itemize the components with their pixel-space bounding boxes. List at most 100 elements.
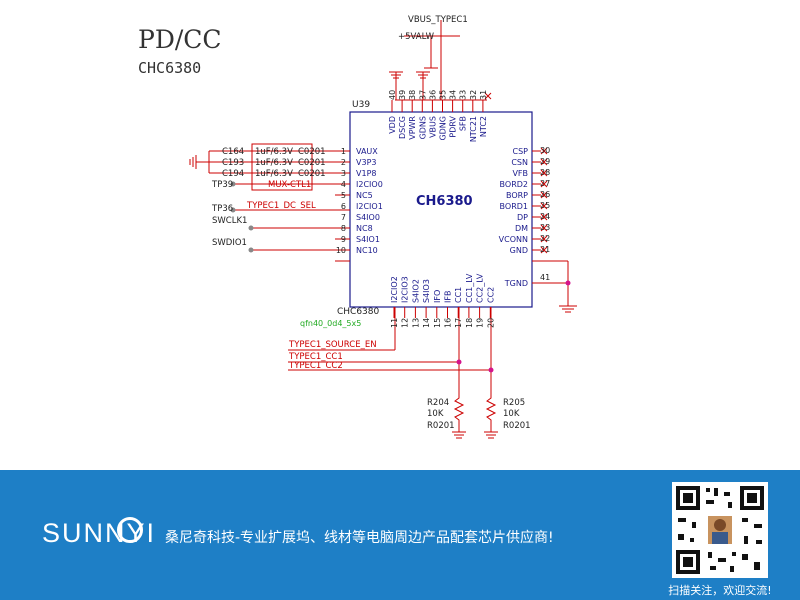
right-pin-name: BORP bbox=[506, 191, 528, 200]
top-pin-name: VBUS bbox=[428, 116, 437, 138]
tgnd-pin-name: TGND bbox=[504, 279, 528, 288]
right-nc-markers bbox=[540, 147, 548, 254]
cap-c193-value: 1uF/6.3V bbox=[255, 158, 293, 168]
net-mux-ctl: MUX-CTL1 bbox=[268, 180, 311, 190]
chip-package-ref: CHC6380 bbox=[337, 307, 380, 317]
right-pin-number: 26 bbox=[540, 190, 550, 199]
top-pin-number: 36 bbox=[428, 90, 437, 100]
left-pin-name: V3P3 bbox=[356, 158, 376, 167]
right-pin-name: GND bbox=[510, 246, 528, 255]
chip-footprint: qfn40_0d4_5x5 bbox=[300, 319, 361, 328]
resistor-r205-symbol bbox=[484, 392, 498, 439]
bottom-pin-number: 20 bbox=[486, 318, 495, 328]
top-pin-name: GDNG bbox=[439, 116, 448, 141]
left-pin-name: I2CIO0 bbox=[356, 180, 383, 189]
right-pin-number: 21 bbox=[540, 245, 550, 254]
top-pin-name: GDNS bbox=[418, 116, 427, 139]
top-pin-number: 33 bbox=[459, 90, 468, 100]
left-pin-number: 5 bbox=[341, 191, 346, 200]
net-cc2: TYPEC1_CC2 bbox=[288, 361, 343, 371]
left-signal-wires bbox=[234, 183, 350, 262]
bottom-pin-name: I2CIO3 bbox=[401, 276, 410, 303]
test-point-dots bbox=[230, 181, 254, 253]
top-ground-symbols bbox=[389, 67, 438, 79]
left-pin-number: 8 bbox=[341, 224, 346, 233]
bottom-junctions bbox=[456, 359, 494, 373]
top-pins: 40VDD39DSCG38VPWR37GDNS36VBUS35GDNG34PDR… bbox=[388, 90, 488, 142]
top-pin-name: DSCG bbox=[398, 116, 407, 139]
tgnd-pin: TGND 41 bbox=[504, 273, 550, 288]
capacitor-bank bbox=[189, 143, 350, 191]
top-pin-name: SFB bbox=[459, 116, 468, 131]
left-pin-name: NC5 bbox=[356, 191, 373, 200]
top-pin-number: 32 bbox=[469, 90, 478, 100]
chip-name: CH6380 bbox=[416, 194, 473, 209]
bottom-pin-name: S4IO3 bbox=[422, 279, 431, 303]
bottom-pin-name: S4IO2 bbox=[411, 279, 420, 303]
page-title: PD/CC bbox=[138, 25, 222, 54]
net-dc-sel: TYPEC1_DC_SEL bbox=[246, 201, 316, 211]
right-pin-number: 29 bbox=[540, 157, 550, 166]
left-pin-name: I2CIO1 bbox=[356, 202, 383, 211]
footer-banner: SUNNYI 桑尼奇科技-专业扩展坞、线材等电脑周边产品配套芯片供应商! 扫描关… bbox=[0, 470, 800, 600]
top-pin-number: 37 bbox=[418, 90, 427, 100]
page-subtitle: CHC6380 bbox=[138, 59, 201, 77]
bottom-pin-name: IFO bbox=[433, 290, 442, 303]
right-pin-stubs bbox=[532, 150, 541, 251]
left-pin-name: V1P8 bbox=[356, 169, 376, 178]
r205-ref: R205 bbox=[503, 398, 525, 408]
r204-pkg: R0201 bbox=[427, 421, 455, 431]
top-pin-number: 31 bbox=[479, 90, 488, 100]
chip-ref: U39 bbox=[352, 100, 370, 110]
cap-c194-ref: C194 bbox=[222, 169, 244, 179]
right-pin-name: CSP bbox=[513, 147, 529, 156]
right-pin-number: 24 bbox=[540, 212, 550, 221]
tgnd-pin-number: 41 bbox=[540, 273, 550, 282]
top-pin-number: 35 bbox=[439, 90, 448, 100]
vbus-label: VBUS_TYPEC1 bbox=[408, 15, 468, 25]
cap-c164-pkg: C0201 bbox=[298, 147, 326, 157]
right-pin-number: 25 bbox=[540, 201, 550, 210]
gnd-wiring bbox=[532, 260, 577, 313]
tp36-label: TP36 bbox=[211, 204, 233, 214]
left-pin-number: 3 bbox=[341, 169, 346, 178]
net-source-en: TYPEC1_SOURCE_EN bbox=[288, 340, 377, 350]
right-pin-name: BORD1 bbox=[500, 202, 528, 211]
bottom-pin-name: I2CIO2 bbox=[390, 276, 399, 303]
cap-c193-ref: C193 bbox=[222, 158, 244, 168]
top-pin-number: 34 bbox=[449, 90, 458, 100]
left-pin-name: S4IO0 bbox=[356, 213, 380, 222]
bottom-pin-number: 17 bbox=[454, 318, 463, 328]
r205-value: 10K bbox=[503, 409, 520, 419]
qr-code bbox=[672, 482, 768, 578]
top-power-wiring bbox=[395, 20, 487, 101]
right-pin-number: 23 bbox=[540, 223, 550, 232]
left-pin-number: 1 bbox=[341, 147, 346, 156]
bottom-pin-number: 15 bbox=[433, 318, 442, 328]
left-pin-name: NC10 bbox=[356, 246, 378, 255]
right-pin-name: CSN bbox=[511, 158, 528, 167]
cap-c164-ref: C164 bbox=[222, 147, 244, 157]
right-pin-name: VCONN bbox=[499, 235, 528, 244]
bottom-pin-number: 13 bbox=[411, 318, 420, 328]
bottom-pin-number: 19 bbox=[476, 318, 485, 328]
left-pin-number: 4 bbox=[341, 180, 346, 189]
left-pin-name: VAUX bbox=[356, 147, 378, 156]
bottom-pin-number: 11 bbox=[390, 318, 399, 328]
cap-c194-value: 1uF/6.3V bbox=[255, 169, 293, 179]
schematic-canvas: PD/CC CHC6380 VBUS_TYPEC1 +5VALW U39 CH6… bbox=[138, 15, 577, 439]
swclk-label: SWCLK1 bbox=[212, 216, 247, 226]
r205-pkg: R0201 bbox=[503, 421, 531, 431]
bottom-pin-name: CC1_LV bbox=[465, 273, 474, 303]
r204-value: 10K bbox=[427, 409, 444, 419]
bottom-wiring bbox=[288, 307, 492, 392]
top-pin-number: 38 bbox=[408, 90, 417, 100]
right-pin-number: 27 bbox=[540, 179, 550, 188]
cap-c193-pkg: C0201 bbox=[298, 158, 326, 168]
bottom-pins: I2CIO211I2CIO312S4IO213S4IO314IFO15IFB16… bbox=[390, 273, 495, 328]
top-pin-number: 40 bbox=[388, 90, 397, 100]
right-pin-name: VFB bbox=[512, 169, 528, 178]
swdio-label: SWDIO1 bbox=[212, 238, 247, 248]
cap-c164-value: 1uF/6.3V bbox=[255, 147, 293, 157]
